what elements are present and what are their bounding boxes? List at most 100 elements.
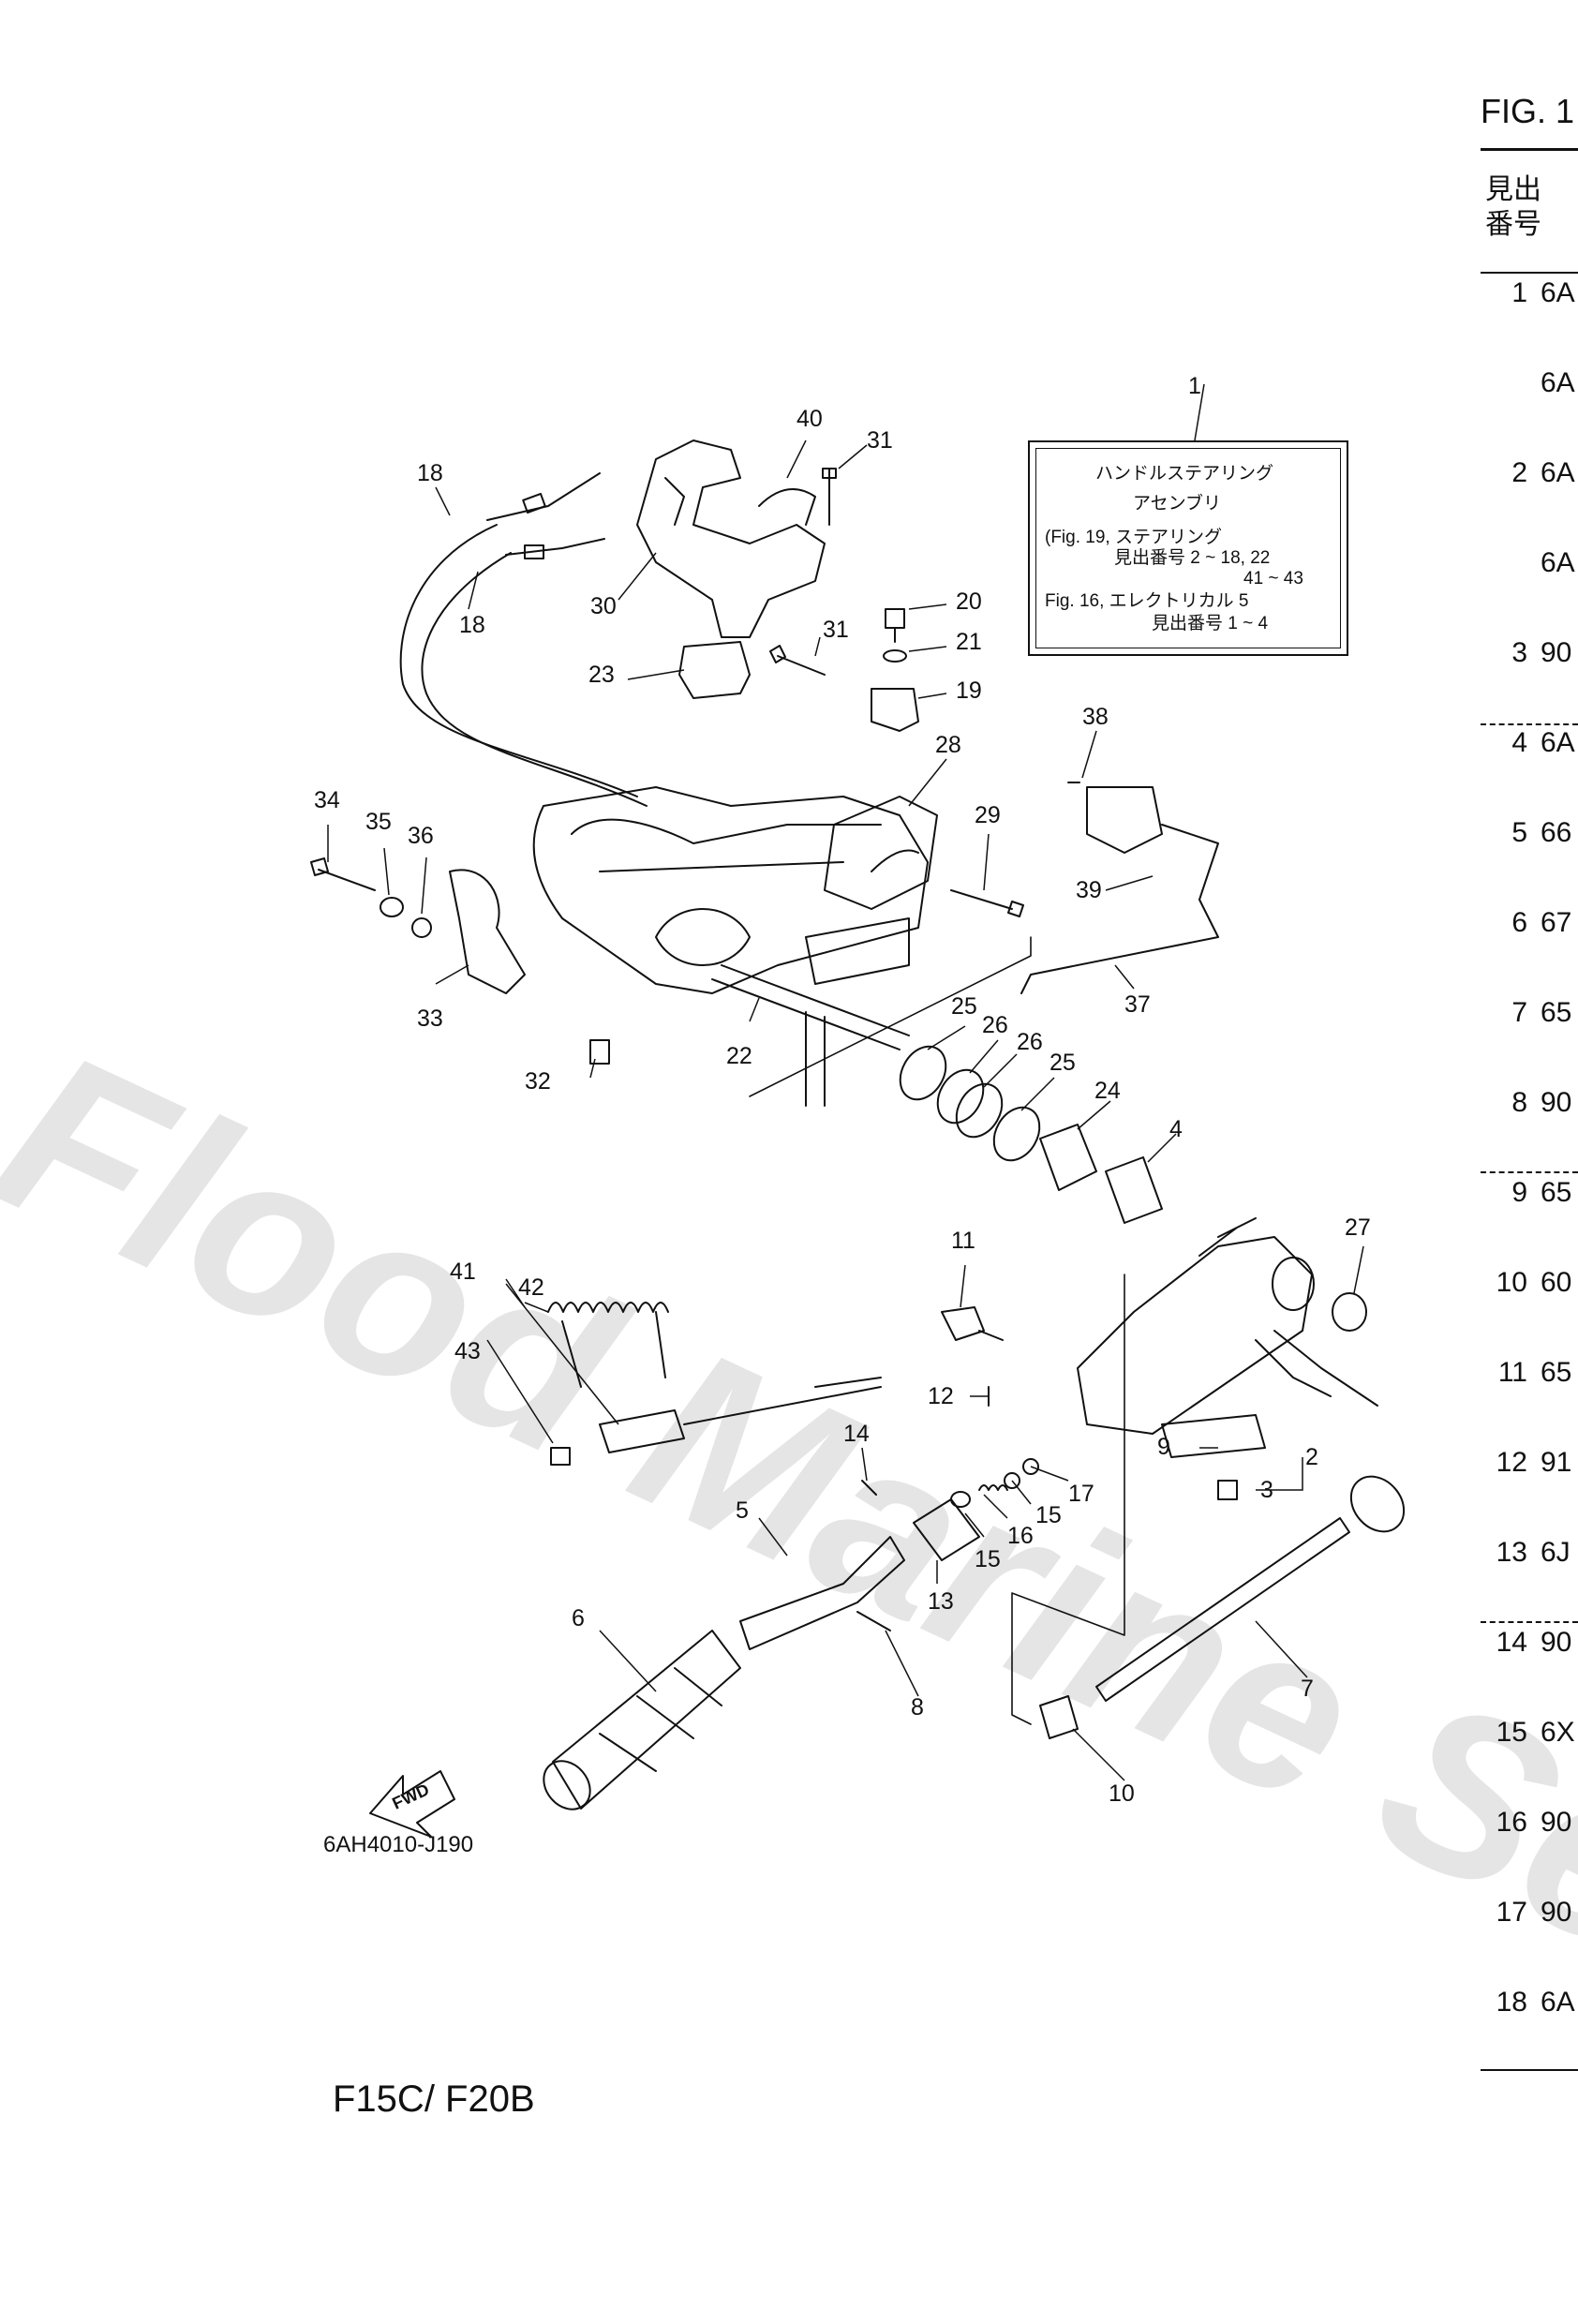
callout-label: 15 xyxy=(1035,1502,1062,1528)
callout-label: 31 xyxy=(867,427,893,454)
list-item: 6A xyxy=(1541,547,1575,578)
callout-label: 24 xyxy=(1094,1078,1121,1104)
callout-label: 5 xyxy=(736,1497,749,1524)
callout-label: 11 xyxy=(951,1228,975,1254)
bolt xyxy=(950,889,1024,917)
callout-label: 27 xyxy=(1345,1214,1371,1241)
callout-label: 25 xyxy=(951,993,977,1020)
stop-switch xyxy=(599,1409,685,1453)
spring xyxy=(978,1484,1008,1491)
o-ring xyxy=(992,1106,1041,1162)
callout-label: 26 xyxy=(1017,1029,1043,1055)
o-ring xyxy=(899,1045,947,1101)
section-divider xyxy=(1481,1621,1578,1623)
header-rule xyxy=(1481,148,1578,151)
screw xyxy=(1217,1480,1238,1500)
fwd-arrow-icon xyxy=(369,1770,455,1838)
callout-label: 17 xyxy=(1068,1481,1094,1507)
callout-label: 43 xyxy=(454,1338,481,1364)
coil-cord xyxy=(547,1302,669,1313)
header-rule xyxy=(1481,272,1578,274)
callout-label: 35 xyxy=(365,809,392,835)
callout-label: 19 xyxy=(956,678,982,704)
bracket xyxy=(1039,1695,1079,1739)
steering-bracket xyxy=(636,439,826,638)
throttle-shaft xyxy=(739,1536,905,1650)
shaft xyxy=(711,964,910,1050)
note-line: 見出番号 2 ~ 18, 22 xyxy=(1114,548,1271,568)
throttle-cable xyxy=(421,552,648,807)
callout-label: 37 xyxy=(1124,991,1151,1018)
note-line: 見出番号 1 ~ 4 xyxy=(1152,614,1269,633)
bolt xyxy=(310,857,376,891)
callout-label: 25 xyxy=(1050,1050,1076,1076)
note-line: 41 ~ 43 xyxy=(1243,569,1303,588)
callout-label: 36 xyxy=(408,823,434,849)
model-label: F15C/ F20B xyxy=(333,2078,535,2120)
bolt xyxy=(769,645,826,676)
bolt xyxy=(885,608,905,643)
screw xyxy=(861,1480,877,1496)
steering-arm-housing xyxy=(1077,1236,1313,1435)
callout-label: 31 xyxy=(823,617,849,643)
callout-label: 41 xyxy=(450,1259,476,1285)
note-line: (Fig. 19, ステアリング xyxy=(1045,528,1222,547)
callout-label: 18 xyxy=(417,460,443,486)
friction-rod xyxy=(1095,1517,1350,1702)
callout-label: 21 xyxy=(956,629,982,655)
figure-title: FIG. 1 xyxy=(1481,92,1575,130)
washer xyxy=(1022,1458,1039,1475)
section-divider xyxy=(1481,723,1578,725)
callout-label: 16 xyxy=(1007,1523,1034,1549)
link-rod xyxy=(1020,899,1219,994)
knob xyxy=(941,1306,1004,1341)
steering-handle-body xyxy=(532,786,929,994)
callout-label: 13 xyxy=(928,1588,954,1615)
plate xyxy=(1161,1414,1266,1458)
callout-label: 23 xyxy=(588,662,615,688)
callout-label: 8 xyxy=(911,1694,924,1721)
footer-rule xyxy=(1481,2069,1578,2071)
callout-label: 15 xyxy=(975,1546,1001,1572)
bushing xyxy=(1105,1156,1163,1224)
callout-label: 22 xyxy=(726,1043,752,1069)
callout-label: 6 xyxy=(572,1605,585,1631)
callout-label: 29 xyxy=(975,802,1001,828)
callout-label: 30 xyxy=(590,593,617,619)
callout-label: 10 xyxy=(1109,1780,1135,1807)
list-item: 6A xyxy=(1541,367,1575,398)
callout-label: 2 xyxy=(1305,1444,1318,1470)
callout-label: 18 xyxy=(459,612,485,638)
callout-label: 40 xyxy=(796,406,823,432)
callout-label: 38 xyxy=(1082,704,1109,730)
cover xyxy=(824,796,938,910)
screw xyxy=(856,1611,891,1631)
callout-label: 33 xyxy=(417,1006,443,1032)
callout-label: 28 xyxy=(935,732,961,758)
cap xyxy=(1332,1292,1367,1332)
screw xyxy=(589,1039,610,1065)
lever xyxy=(449,869,526,994)
callout-label: 9 xyxy=(1157,1434,1170,1460)
bolt xyxy=(822,468,837,526)
o-ring xyxy=(955,1082,1004,1139)
column-header: 番号 xyxy=(1485,209,1541,240)
callout-label: 7 xyxy=(1301,1676,1314,1702)
callout-label: 26 xyxy=(982,1012,1008,1038)
callout-label: 14 xyxy=(843,1421,870,1447)
